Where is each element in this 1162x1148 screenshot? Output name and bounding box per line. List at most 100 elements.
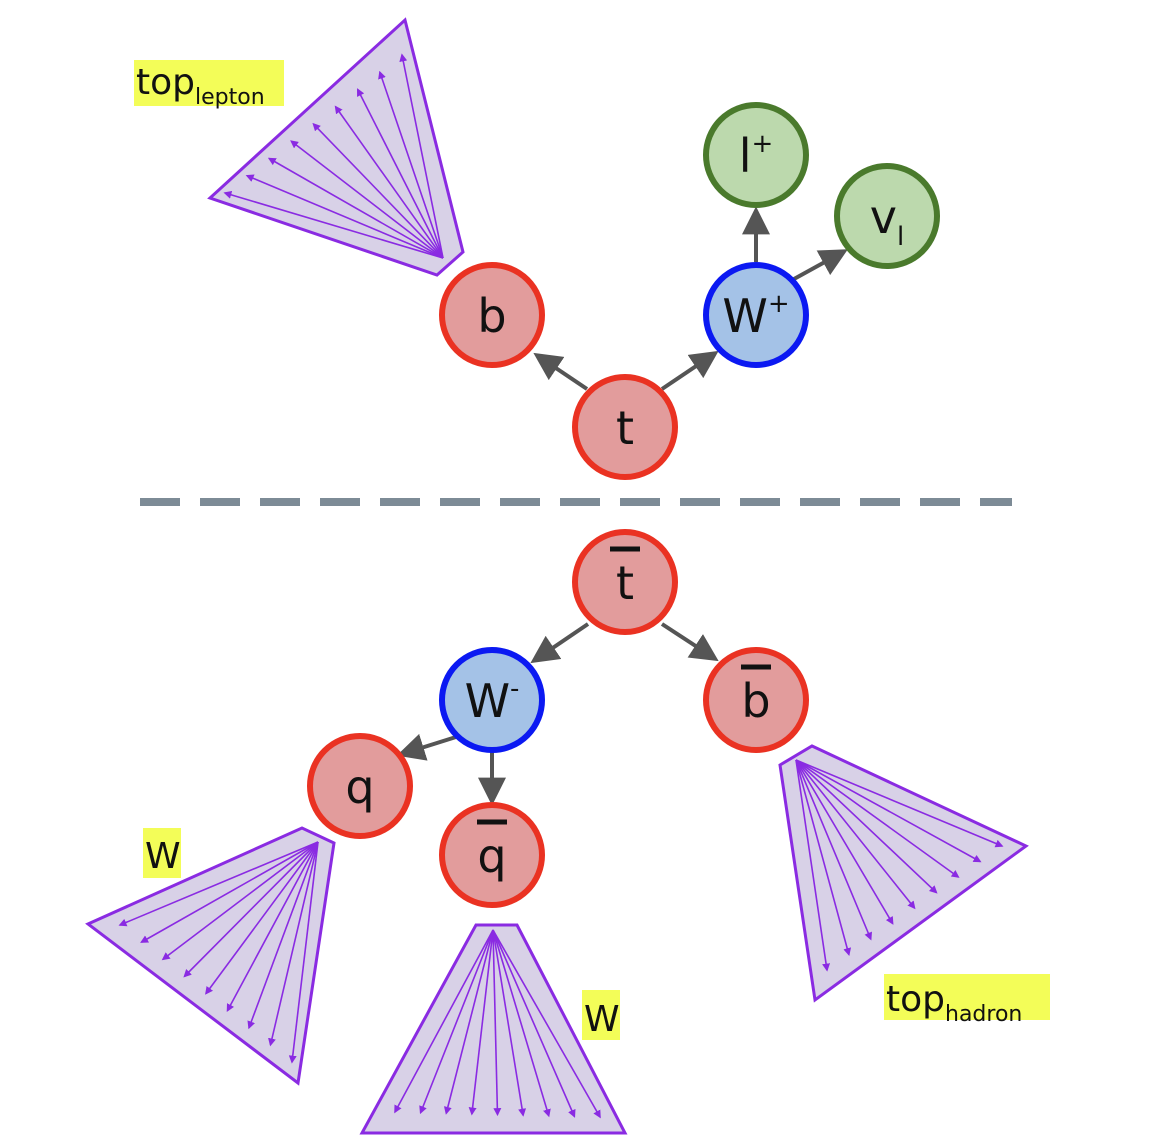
node-symbol: b [741, 674, 770, 728]
jet-particle-arrow [419, 929, 494, 1115]
jet-particle-arrow [795, 759, 938, 894]
node-symbol: W+ [722, 289, 789, 343]
node-circle [307, 733, 413, 839]
jet-particle-arrow [443, 929, 494, 1115]
label-text: W [584, 999, 620, 1040]
node-main-text: t [616, 401, 634, 455]
node-circle [439, 802, 545, 908]
jet-particle-arrow [226, 841, 319, 1013]
jet-particle-arrow [399, 53, 444, 259]
node-main-text: q [477, 829, 506, 883]
jet-cone-w-bottom [359, 923, 628, 1135]
node-circle [439, 262, 545, 368]
node-main-text: b [741, 674, 770, 728]
jet-particle-arrow [267, 157, 444, 259]
node-symbol: b [477, 289, 506, 343]
arrow-w-plus-to-nu [793, 249, 848, 281]
jet-particle-arrow [795, 759, 831, 972]
particle-node-t: t [572, 374, 678, 480]
jet-particle-arrow [492, 929, 527, 1117]
particle-node-q: q [307, 733, 413, 839]
particle-node-b: b [439, 262, 545, 368]
jet-cone-w-left [85, 826, 336, 1086]
jet-particle-arrow [378, 70, 444, 259]
node-main-text: b [477, 289, 506, 343]
label-main-text: W [145, 836, 181, 877]
label-text: tophadron [886, 979, 1022, 1027]
jet-particle-arrow [492, 929, 551, 1118]
jet-particle-arrow [492, 929, 576, 1118]
label-highlight [582, 990, 620, 1040]
node-main-text: l [739, 129, 752, 183]
jet-particle-arrow [492, 929, 502, 1117]
node-circle [703, 102, 809, 208]
label-top-hadron: tophadron [884, 974, 1050, 1027]
particle-node-w-minus: W- [439, 647, 545, 753]
particle-node-l-plus: l+ [703, 102, 809, 208]
label-subscript: lepton [195, 85, 265, 110]
jet-particle-arrow [795, 759, 872, 941]
node-main-text: q [345, 760, 374, 814]
node-circle [834, 163, 940, 269]
jet-particle-arrow [795, 759, 982, 863]
jet-cone-top-lepton [207, 17, 465, 277]
label-main-text: top [136, 62, 195, 103]
arrow-t-to-b [533, 352, 589, 391]
particle-node-tbar: t [572, 529, 678, 635]
jet-particle-arrow [492, 929, 601, 1119]
node-symbol: l+ [739, 129, 774, 183]
node-superscript: + [768, 289, 790, 319]
jet-particle-arrow [118, 841, 319, 927]
particle-node-w-plus: W+ [703, 262, 809, 368]
jet-particle-arrow [795, 759, 916, 910]
node-superscript: - [510, 674, 519, 704]
label-top-lepton: toplepton [134, 60, 284, 110]
particle-node-qbar: q [439, 802, 545, 908]
jet-particle-arrow [245, 174, 444, 259]
node-circle [572, 374, 678, 480]
jet-particle-arrow [394, 929, 494, 1114]
node-circle [439, 647, 545, 753]
arrow-t-to-w-plus [660, 350, 719, 391]
label-main-text: top [886, 979, 945, 1020]
arrow-tbar-to-bbar [660, 622, 719, 662]
label-highlight [143, 828, 181, 878]
jet-particle-arrow [312, 122, 444, 259]
jet-particle-arrow [140, 841, 319, 943]
particle-node-bbar: b [703, 647, 809, 753]
jet-particle-arrow [357, 88, 444, 259]
jet-particle-arrow [468, 929, 494, 1116]
arrow-w-minus-to-q [396, 733, 457, 761]
node-symbol: t [616, 401, 634, 455]
jet-particle-arrow [247, 841, 319, 1030]
label-highlight [134, 60, 284, 106]
node-main-text: W [722, 289, 767, 343]
jet-particle-arrow [290, 140, 444, 259]
node-symbol: W- [465, 674, 520, 728]
jet-cone-top-hadron [778, 744, 1029, 1003]
node-main-text: v [870, 190, 897, 244]
node-symbol: vl [870, 190, 904, 252]
label-w-bottom: W [582, 990, 620, 1040]
node-main-text: t [616, 556, 634, 610]
node-subscript: l [897, 222, 904, 252]
jet-particle-arrow [334, 105, 444, 259]
node-main-text: W [465, 674, 510, 728]
node-circle [703, 262, 809, 368]
node-circle [703, 647, 809, 753]
node-symbol: t [616, 556, 634, 610]
jet-particle-arrow [795, 759, 852, 957]
jet-particle-arrow [161, 841, 319, 961]
jet-particle-arrow [223, 190, 444, 259]
particle-node-nu-l: vl [834, 163, 940, 269]
jet-particle-arrow [205, 841, 319, 995]
node-symbol: q [345, 760, 374, 814]
node-superscript: + [751, 129, 773, 159]
label-text: toplepton [136, 62, 265, 110]
arrow-tbar-to-w-minus [530, 622, 590, 664]
label-highlight [884, 974, 1050, 1020]
label-text: W [145, 836, 181, 877]
jet-particle-arrow [795, 759, 894, 925]
jet-particle-arrow [288, 841, 319, 1064]
